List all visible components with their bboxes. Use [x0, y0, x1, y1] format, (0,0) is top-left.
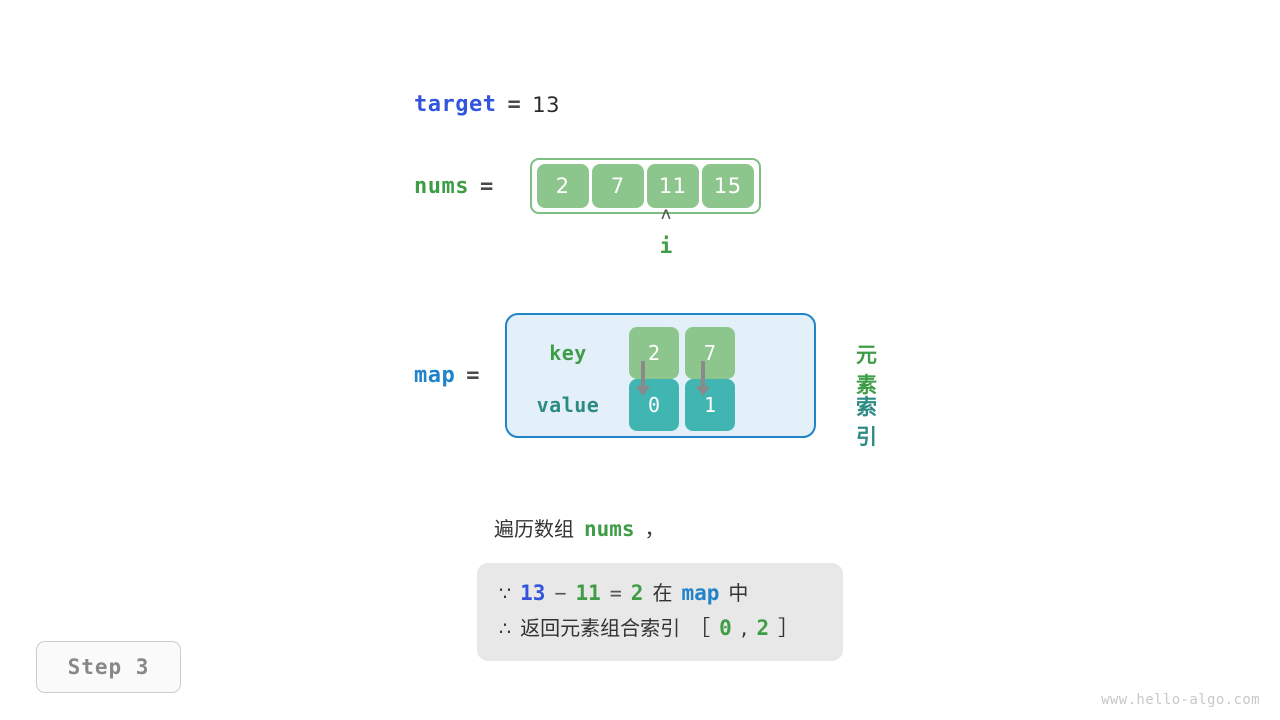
conclusion-box: ∵ 13 − 11 = 2 在 map 中 ∴ 返回元素组合索引 ［ 0 , 2… [477, 563, 843, 661]
map-container: key 2 7 value 0 1 [505, 313, 816, 438]
target-value: 13 [532, 92, 560, 117]
map-value-cell: 0 [629, 379, 679, 431]
caption-traverse-array: 遍历数组 nums ， [494, 513, 665, 542]
arrow-down-icon [696, 361, 710, 396]
conclusion-line-premise: ∵ 13 − 11 = 2 在 map 中 [499, 576, 823, 611]
map-value-row-label: value [536, 393, 600, 417]
because-symbol-icon: ∵ [499, 583, 512, 605]
nums-cell: 2 [536, 164, 589, 208]
premise-target-value: 13 [520, 581, 546, 605]
map-key-row: key 2 7 [507, 327, 814, 379]
therefore-symbol-icon: ∴ [499, 618, 512, 640]
result-bracket-open: ［ [689, 616, 711, 640]
watermark: www.hello-algo.com [1101, 692, 1260, 708]
caption-text-before: 遍历数组 [494, 517, 574, 541]
target-declaration: target = 13 [414, 92, 560, 117]
map-equals-sign: = [466, 363, 480, 388]
map-value-row: value 0 1 [507, 379, 814, 431]
nums-equals-sign: = [479, 173, 494, 199]
premise-text-in: 在 [652, 581, 673, 605]
nums-declaration: nums = 2 7 11 15 [414, 158, 761, 214]
target-equals-sign: = [507, 92, 522, 117]
map-value-cell: 1 [685, 379, 735, 431]
nums-variable-name: nums [414, 173, 469, 199]
result-text: 返回元素组合索引 [520, 616, 681, 640]
map-variable-name: map [414, 363, 456, 388]
nums-cell: 7 [591, 164, 644, 208]
map-key-row-label: key [549, 341, 587, 365]
map-label-group: map = [414, 313, 480, 438]
step-badge: Step 3 [36, 641, 181, 693]
pointer-label-i: i [659, 234, 673, 258]
caption-code-nums: nums [584, 517, 635, 541]
map-value-cells: 0 1 [629, 379, 735, 431]
nums-index-pointer: ʌ i [645, 204, 687, 259]
nums-cell: 15 [701, 164, 754, 208]
nums-array-container: 2 7 11 15 [529, 158, 761, 214]
map-key-cell: 7 [685, 327, 735, 379]
premise-current-element: 11 [575, 581, 601, 605]
result-bracket-close: ］ [778, 616, 800, 640]
arrow-down-icon [636, 361, 650, 396]
map-key-cells: 2 7 [629, 327, 735, 379]
premise-equals-operator: = [609, 581, 622, 605]
target-variable-name: target [414, 92, 497, 117]
caret-up-icon: ʌ [660, 204, 672, 224]
map-key-cell: 2 [629, 327, 679, 379]
result-index-first: 0 [719, 616, 732, 640]
result-index-separator: , [740, 616, 748, 640]
caption-text-after: ， [644, 517, 665, 541]
side-label-element: 元素 [856, 343, 877, 397]
premise-text-within: 中 [728, 581, 749, 605]
map-declaration: map = key 2 7 value 0 1 [414, 313, 816, 438]
conclusion-line-result: ∴ 返回元素组合索引 ［ 0 , 2 ］ [499, 611, 823, 646]
premise-map-reference: map [681, 581, 720, 605]
side-label-index: 索引 [856, 395, 877, 449]
premise-minus-operator: − [554, 581, 567, 605]
result-index-second: 2 [756, 616, 770, 640]
premise-complement: 2 [630, 581, 644, 605]
nums-cell: 11 [646, 164, 699, 208]
